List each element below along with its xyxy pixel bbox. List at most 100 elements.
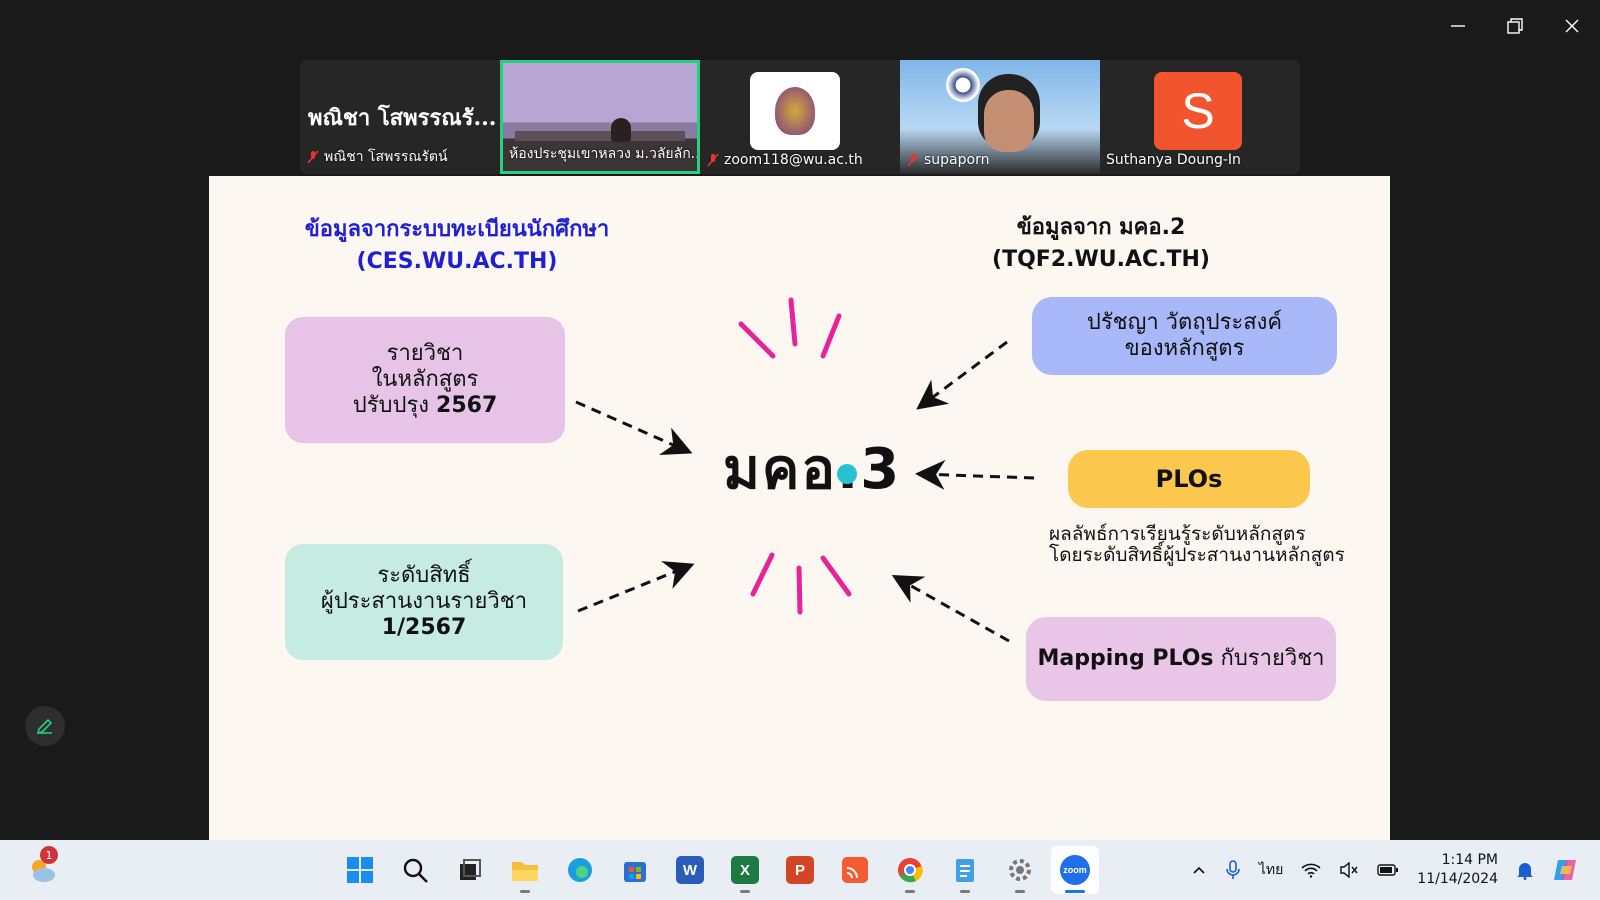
- search-button[interactable]: [391, 846, 439, 894]
- right-header-line1: ข้อมูลจาก มคอ.2: [1016, 215, 1186, 240]
- chrome-button[interactable]: [886, 846, 934, 894]
- box-courses-line2: ในหลักสูตร: [371, 367, 479, 392]
- arrow-courses: [575, 400, 693, 456]
- close-button[interactable]: [1543, 0, 1600, 52]
- participant-display-name: พณิชา โสพรรณรั...: [308, 105, 497, 131]
- settings-button[interactable]: [996, 846, 1044, 894]
- plos-caption: ผลลัพธ์การเรียนรู้ระดับหลักสูตร โดยระดับ…: [1049, 524, 1345, 566]
- clock-date: 11/14/2024: [1417, 871, 1498, 887]
- file-explorer-button[interactable]: [501, 846, 549, 894]
- box-courses-line3-text: ปรับปรุง: [352, 393, 437, 418]
- highlight-rays: [738, 297, 852, 615]
- box-courses-line1: รายวิชา: [386, 341, 464, 366]
- notification-badge: 1: [40, 846, 58, 864]
- cast-button[interactable]: [831, 846, 879, 894]
- start-button[interactable]: [336, 846, 384, 894]
- cast-icon: [842, 857, 868, 883]
- store-button[interactable]: [611, 846, 659, 894]
- university-emblem-icon: [775, 87, 815, 135]
- plos-caption-line2: โดยระดับสิทธิ์ผู้ประสานงานหลักสูตร: [1049, 544, 1345, 566]
- chevron-up-icon[interactable]: [1191, 862, 1207, 878]
- participant-tile[interactable]: supaporn: [900, 60, 1100, 174]
- arrow-plos: [915, 459, 1035, 490]
- right-header-line2: (TQF2.WU.AC.TH): [992, 247, 1210, 272]
- close-icon: [1565, 19, 1578, 33]
- system-tray: ไทย 1:14 PM 11/14/2024: [1191, 840, 1580, 900]
- box-philosophy-line2: ของหลักสูตร: [1124, 336, 1245, 361]
- windows-icon: [347, 857, 373, 883]
- powerpoint-icon: P: [786, 856, 814, 884]
- box-rights-line1: ระดับสิทธิ์: [377, 563, 471, 588]
- word-icon: W: [676, 856, 704, 884]
- battery-icon[interactable]: [1377, 862, 1399, 878]
- running-indicator: [1065, 890, 1085, 893]
- settings-icon: [1009, 859, 1031, 881]
- box-courses-year: 2567: [436, 393, 498, 418]
- annotate-button[interactable]: [25, 706, 65, 746]
- minimize-icon: [1450, 25, 1465, 27]
- box-rights-line2: ผู้ประสานงานรายวิชา: [320, 589, 528, 614]
- running-indicator: [905, 890, 915, 893]
- plos-caption-line1: ผลลัพธ์การเรียนรู้ระดับหลักสูตร: [1049, 523, 1306, 545]
- task-view-icon: [460, 859, 481, 880]
- arrow-philosophy: [916, 340, 1008, 410]
- participant-name: ห้องประชุมเขาหลวง ม.วลัยลัก...: [509, 146, 699, 162]
- microphone-icon[interactable]: [1225, 860, 1241, 880]
- minimize-button[interactable]: [1429, 0, 1486, 52]
- clock[interactable]: 1:14 PM 11/14/2024: [1417, 851, 1498, 889]
- box-philosophy-line1: ปรัชญา วัตถุประสงค์: [1086, 310, 1283, 335]
- edge-icon: [568, 858, 592, 882]
- left-header-line1: ข้อมูลจากระบบทะเบียนนักศึกษา: [304, 217, 610, 242]
- box-courses-line3: ปรับปรุง 2567: [353, 393, 498, 419]
- window-controls: [1429, 0, 1600, 52]
- arrows-and-rays: [575, 297, 1035, 643]
- wifi-icon[interactable]: [1301, 862, 1321, 878]
- participant-tile[interactable]: พณิชา โสพรรณรั... พณิชา โสพรรณรัตน์: [300, 60, 500, 174]
- excel-button[interactable]: X: [721, 846, 769, 894]
- edge-button[interactable]: [556, 846, 604, 894]
- box-rights-line3: 1/2567: [381, 615, 467, 640]
- box-courses: รายวิชา ในหลักสูตร ปรับปรุง 2567: [285, 317, 565, 443]
- powerpoint-button[interactable]: P: [776, 846, 824, 894]
- notepad-icon: [956, 859, 974, 882]
- word-button[interactable]: W: [666, 846, 714, 894]
- participant-name-label: zoom118@wu.ac.th: [706, 152, 863, 168]
- box-plos: PLOs: [1068, 450, 1310, 508]
- participant-video: [984, 90, 1034, 152]
- speaker-muted-icon[interactable]: [1339, 862, 1359, 878]
- file-explorer-icon: [512, 862, 538, 881]
- running-indicator: [1015, 890, 1025, 893]
- left-header-line2: (CES.WU.AC.TH): [356, 249, 558, 274]
- right-header: ข้อมูลจาก มคอ.2 (TQF2.WU.AC.TH): [991, 212, 1211, 276]
- box-philosophy: ปรัชญา วัตถุประสงค์ ของหลักสูตร: [1032, 297, 1337, 375]
- participant-name: supaporn: [924, 152, 990, 168]
- participant-tile[interactable]: S Suthanya Doung-In: [1100, 60, 1300, 174]
- bell-icon[interactable]: [1516, 860, 1534, 880]
- participant-tile-active-speaker[interactable]: ห้องประชุมเขาหลวง ม.วลัยลัก...: [500, 60, 700, 174]
- store-icon: [624, 862, 646, 882]
- center-title: มคอ.3: [723, 437, 902, 502]
- restore-icon: [1506, 18, 1523, 34]
- participant-name: zoom118@wu.ac.th: [724, 152, 863, 168]
- participant-name-label: พณิชา โสพรรณรัตน์: [306, 146, 448, 168]
- copilot-icon[interactable]: [1552, 856, 1580, 884]
- mic-muted-icon: [907, 153, 919, 167]
- task-view-button[interactable]: [446, 846, 494, 894]
- input-language[interactable]: ไทย: [1258, 862, 1284, 878]
- zoom-button[interactable]: zoom: [1051, 846, 1099, 894]
- university-logo: [750, 72, 840, 150]
- participant-tile[interactable]: zoom118@wu.ac.th: [700, 60, 900, 174]
- box-rights: ระดับสิทธิ์ ผู้ประสานงานรายวิชา 1/2567: [285, 544, 563, 660]
- notepad-button[interactable]: [941, 846, 989, 894]
- search-icon: [403, 858, 428, 883]
- mic-muted-icon: [307, 150, 319, 164]
- running-indicator: [520, 890, 530, 893]
- weather-icon[interactable]: [26, 854, 58, 886]
- restore-button[interactable]: [1486, 0, 1543, 52]
- participant-strip: พณิชา โสพรรณรั... พณิชา โสพรรณรัตน์ ห้อง…: [300, 60, 1300, 174]
- participant-name-label: supaporn: [906, 152, 989, 168]
- clock-time: 1:14 PM: [1441, 852, 1498, 868]
- chrome-icon: [898, 858, 923, 883]
- excel-icon: X: [731, 856, 759, 884]
- participant-video: [611, 118, 631, 142]
